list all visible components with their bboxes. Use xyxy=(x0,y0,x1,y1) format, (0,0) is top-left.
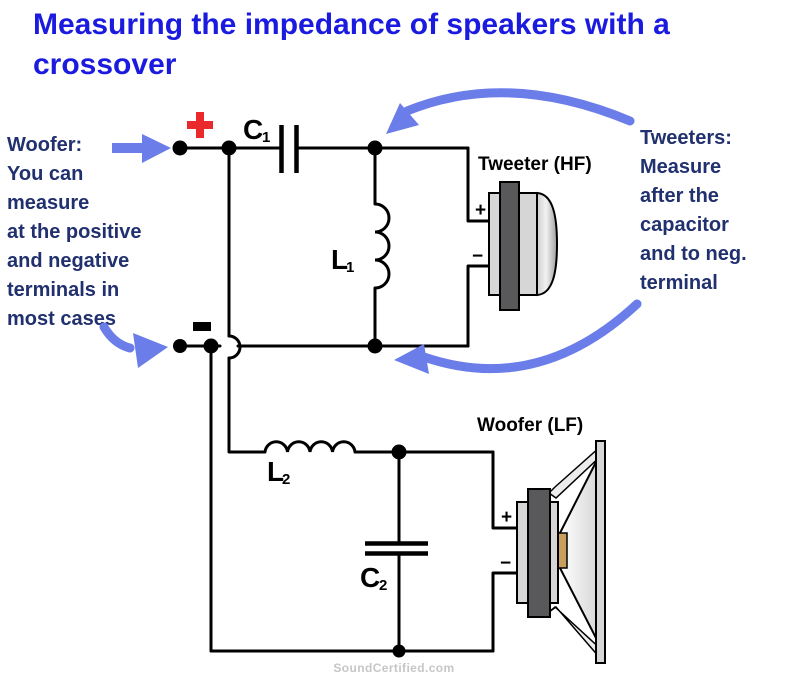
note-line: and negative xyxy=(7,250,130,272)
positive-terminal-marker xyxy=(187,112,213,138)
woofer-positive-wire xyxy=(491,450,519,530)
title-line-2: crossover xyxy=(33,48,177,81)
inductor-l2: L 2 xyxy=(263,440,357,488)
arrow-to-negative-rail xyxy=(394,299,642,374)
component-label-l2: L xyxy=(267,456,284,487)
component-label-l1-sub: 1 xyxy=(346,259,354,276)
plus-icon xyxy=(196,112,204,138)
woofer-plus-sign: + xyxy=(501,507,512,528)
woofer-negative-wire xyxy=(491,571,519,653)
woofer-mounting-flange xyxy=(595,440,606,664)
arrow-to-positive-terminal xyxy=(112,134,171,163)
tweeter-speaker: Tweeter (HF) + − xyxy=(472,154,592,311)
note-line: and to neg. xyxy=(640,243,747,265)
capacitor-plates xyxy=(279,125,299,173)
capacitor-c2: C 2 xyxy=(360,541,428,594)
note-line: most cases xyxy=(7,308,116,330)
tweeter-plus-sign: + xyxy=(475,200,486,221)
note-line: terminal xyxy=(640,272,718,294)
note-line: Measure xyxy=(640,156,722,178)
note-line: measure xyxy=(7,192,90,214)
woofer-minus-sign: − xyxy=(500,553,511,574)
woofer-magnet xyxy=(527,488,551,618)
negative-terminal-marker xyxy=(193,322,211,331)
note-line: terminals in xyxy=(7,279,120,301)
tweeter-positive-wire xyxy=(466,146,492,223)
note-line: You can xyxy=(7,163,84,185)
inductor-coil xyxy=(374,202,391,290)
terminal-dot xyxy=(172,140,188,156)
junction-dot xyxy=(367,140,383,156)
note-line: at the positive xyxy=(7,221,142,243)
junction-dot xyxy=(221,140,237,156)
junction-dot xyxy=(367,338,383,354)
component-label-c2-sub: 2 xyxy=(379,577,387,594)
tweeter-minus-sign: − xyxy=(472,246,483,267)
component-label-c2: C xyxy=(360,562,380,593)
woofer-annotation: Woofer: You can measure at the positive … xyxy=(7,131,141,334)
tweeter-negative-wire xyxy=(466,264,491,348)
circuit-wires xyxy=(178,146,519,653)
capacitor-c1: C 1 xyxy=(243,114,299,173)
inductor-coil xyxy=(263,440,357,453)
component-label-l1: L xyxy=(331,244,348,275)
arrow-to-negative-terminal xyxy=(99,322,168,368)
wire-jump-over xyxy=(227,334,242,360)
lowpass-feed-wire-lower xyxy=(227,356,267,454)
component-label-c1-sub: 1 xyxy=(262,129,270,146)
component-label-l2-sub: 2 xyxy=(282,471,290,488)
capacitor-plates xyxy=(365,541,428,556)
tweeter-dome xyxy=(536,191,559,297)
note-line: Tweeters: xyxy=(640,127,732,149)
terminal-dot xyxy=(173,339,187,353)
note-line: capacitor xyxy=(640,214,729,236)
woofer-speaker: Woofer (LF) + − xyxy=(477,415,606,664)
tweeter-annotation: Tweeters: Measure after the capacitor an… xyxy=(640,124,747,298)
junction-dot xyxy=(392,644,406,658)
title-line-1: Measuring the impedance of speakers with… xyxy=(33,8,670,41)
component-label-c1: C xyxy=(243,114,263,145)
tweeter-magnet xyxy=(499,181,520,311)
note-line: Woofer: xyxy=(7,134,83,156)
annotation-arrows xyxy=(99,88,642,374)
woofer-voice-coil xyxy=(557,532,568,569)
junction-dots xyxy=(172,140,407,658)
inductor-l1: L 1 xyxy=(331,202,391,290)
arrow-to-after-capacitor xyxy=(386,88,635,134)
note-line: after the xyxy=(640,185,719,207)
junction-dot xyxy=(203,338,219,354)
page-title: Measuring the impedance of speakers with… xyxy=(33,5,773,85)
woofer-label: Woofer (LF) xyxy=(477,415,583,436)
tweeter-label: Tweeter (HF) xyxy=(478,154,592,175)
junction-dot xyxy=(391,444,407,460)
watermark: SoundCertified.com xyxy=(333,661,455,675)
